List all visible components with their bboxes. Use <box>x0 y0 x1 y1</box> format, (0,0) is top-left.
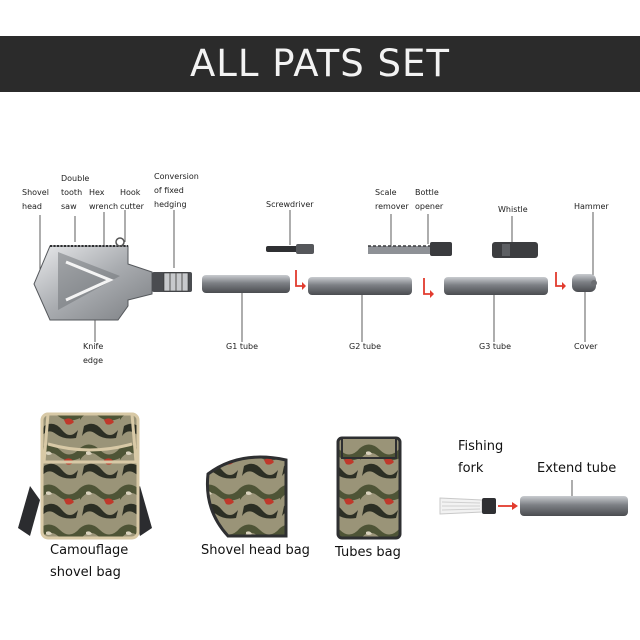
fishing-fork <box>439 497 496 515</box>
shovel-head <box>33 237 192 321</box>
shovel-head-bag <box>205 455 288 538</box>
label-g2-tube: G2 tube <box>349 342 382 351</box>
label-hammer: Hammer <box>574 202 609 211</box>
label-tubes-bag: Tubes bag <box>335 545 401 560</box>
label-g1-tube: G1 tube <box>226 342 259 351</box>
g2-tube <box>308 277 412 295</box>
label-shovel-head-bag: Shovel head bag <box>201 543 310 558</box>
camouflage-shovel-bag <box>18 412 152 540</box>
label-g3-tube: G3 tube <box>479 342 512 351</box>
whistle <box>492 242 538 258</box>
label-extend-tube: Extend tube <box>537 461 617 476</box>
screwdriver <box>266 244 314 254</box>
title-banner: ALL PATS SET <box>0 36 640 92</box>
banner-title: ALL PATS SET <box>190 42 450 85</box>
extend-tube <box>520 496 628 516</box>
leader-lines <box>39 210 594 342</box>
label-whistle: Whistle <box>498 205 528 214</box>
label-cover: Cover <box>574 342 598 351</box>
cover <box>572 274 597 292</box>
assembly-arrows <box>295 270 566 510</box>
scale-remover-bottle-opener <box>368 242 452 256</box>
g3-tube <box>444 277 548 295</box>
g1-tube <box>202 275 290 293</box>
label-screwdriver: Screwdriver <box>266 200 314 209</box>
tubes-bag <box>336 436 402 540</box>
